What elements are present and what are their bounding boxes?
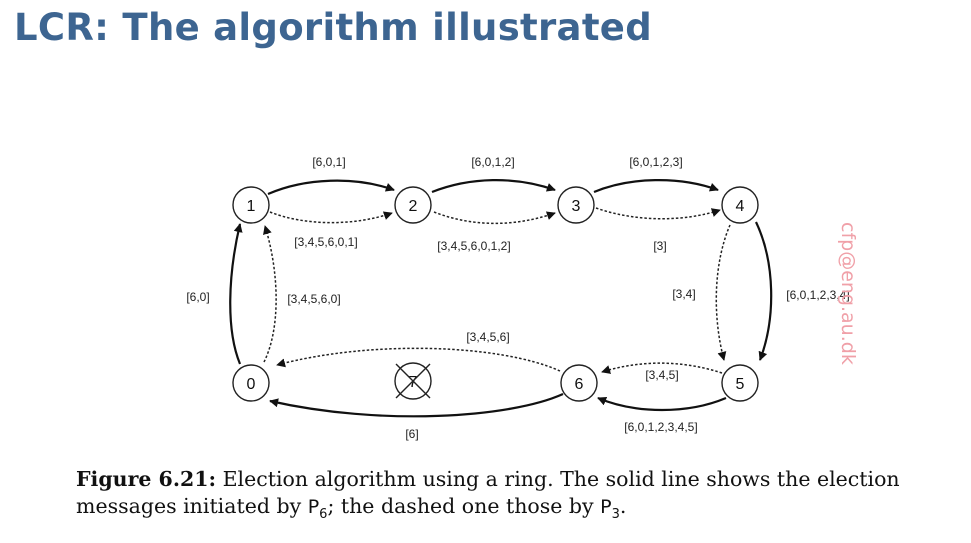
figure-label: Figure 6.21:: [76, 467, 217, 491]
figure-caption: Figure 6.21: Election algorithm using a …: [76, 466, 966, 528]
node-1: 1: [232, 186, 270, 224]
dashed-edge-3-4: [595, 207, 721, 220]
node-0: 0: [232, 364, 270, 402]
solid-label-5-6: [6,0,1,2,3,4,5]: [624, 420, 697, 434]
caption-text-2b: ; the dashed one those by: [327, 494, 601, 518]
node-7-label: 7: [409, 374, 418, 391]
p6-letter: P: [307, 496, 320, 518]
solid-edge-6-0: [269, 392, 564, 418]
caption-text-1: Election algorithm using a ring. The sol…: [216, 467, 900, 491]
dashed-edge-4-5: [715, 224, 731, 361]
dashed-edge-0-1: [263, 225, 277, 363]
process-p3: P3: [600, 496, 620, 522]
node-5: 5: [721, 364, 759, 402]
solid-edge-5-6: [597, 396, 727, 412]
dashed-label-4-5: [3,4]: [672, 287, 695, 301]
dashed-label-3-4: [3]: [653, 239, 666, 253]
node-4-label: 4: [736, 198, 745, 215]
dashed-edge-6-0: [276, 347, 561, 372]
dashed-edge-2-3: [433, 211, 556, 225]
node-1-label: 1: [247, 198, 256, 215]
node-6: 6: [560, 364, 598, 402]
solid-label-6-0: [6]: [405, 427, 418, 441]
solid-label-1-2: [6,0,1]: [312, 155, 345, 169]
dashed-label-5-6: [3,4,5]: [645, 368, 678, 382]
slide-title: LCR: The algorithm illustrated: [14, 6, 652, 49]
dashed-label-2-3: [3,4,5,6,0,1,2]: [437, 239, 510, 253]
node-4: 4: [721, 186, 759, 224]
node-2: 2: [394, 186, 432, 224]
node-0-label: 0: [247, 376, 256, 393]
node-2-label: 2: [409, 198, 418, 215]
p3-subscript: 3: [611, 506, 620, 522]
crash-mark-line-b: [395, 363, 431, 399]
solid-label-4-5: [6,0,1,2,3,4]: [786, 288, 849, 302]
caption-line-1: Figure 6.21: Election algorithm using a …: [76, 466, 966, 493]
solid-label-2-3: [6,0,1,2]: [471, 155, 514, 169]
solid-label-3-4: [6,0,1,2,3]: [629, 155, 682, 169]
solid-edge-2-3: [431, 179, 556, 194]
dashed-label-0-1: [3,4,5,6,0]: [287, 292, 340, 306]
process-p6: P6: [307, 496, 328, 522]
node-6-label: 6: [575, 376, 584, 393]
caption-text-2c: .: [619, 494, 627, 518]
dashed-label-6-0: [3,4,5,6]: [466, 330, 509, 344]
node-3-label: 3: [572, 198, 581, 215]
dashed-edge-5-6: [601, 362, 723, 374]
node-7-crashed: 7: [394, 362, 432, 400]
p3-letter: P: [600, 496, 612, 518]
solid-edge-1-2: [267, 179, 395, 196]
solid-edge-3-4: [593, 179, 719, 194]
solid-edge-4-5: [755, 221, 773, 361]
solid-label-0-1: [6,0]: [186, 290, 209, 304]
node-3: 3: [557, 186, 595, 224]
email-watermark: cfp@eng.au.dk: [837, 222, 859, 365]
dashed-label-1-2: [3,4,5,6,0,1]: [294, 235, 357, 249]
caption-text-2a: messages initiated by: [76, 494, 308, 518]
p6-subscript: 6: [319, 506, 328, 522]
dashed-edge-1-2: [269, 211, 393, 224]
caption-line-2: messages initiated by P6; the dashed one…: [76, 493, 966, 528]
node-5-label: 5: [736, 376, 745, 393]
solid-edge-0-1: [229, 223, 243, 365]
